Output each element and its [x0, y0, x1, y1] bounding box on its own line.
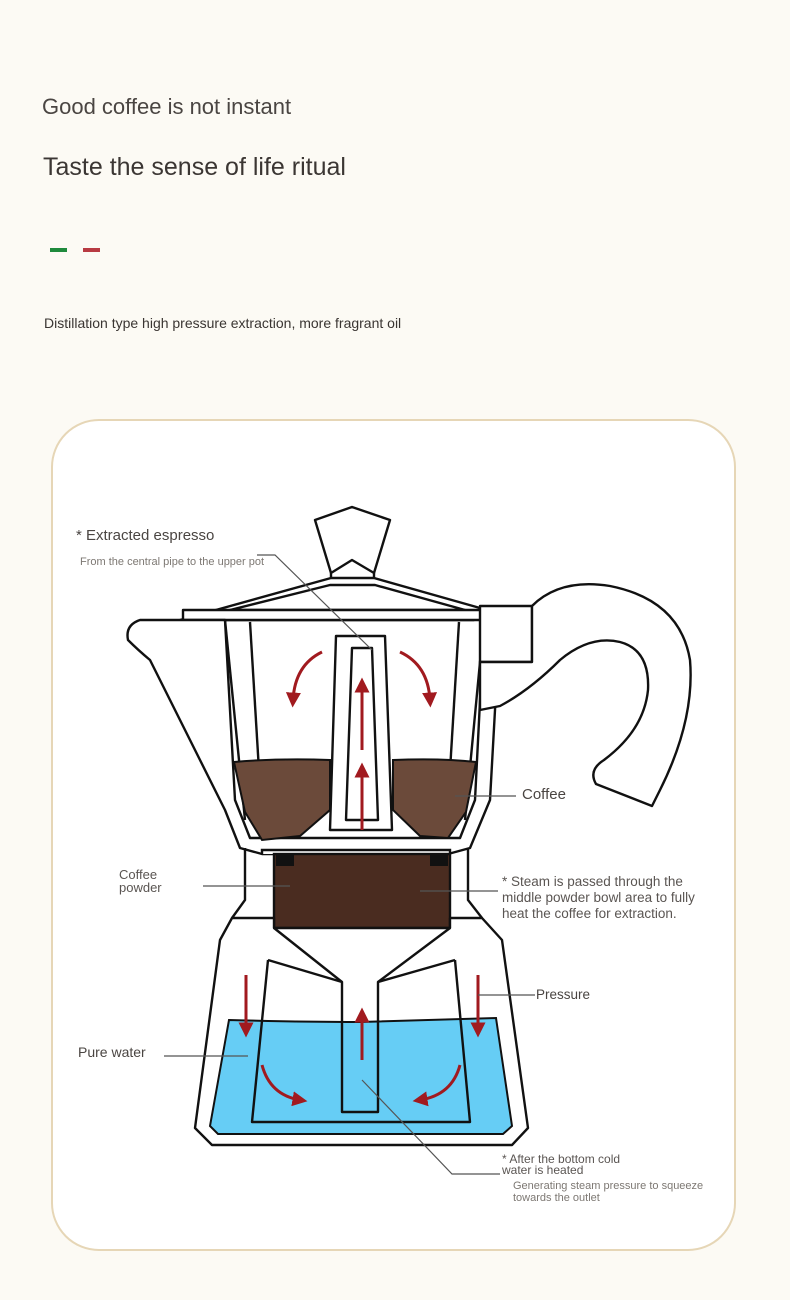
red-accent-bar [83, 248, 100, 252]
funnel [250, 927, 472, 1124]
green-accent-bar [50, 248, 67, 252]
flow-arrows [238, 650, 486, 1107]
coffee-powder-label-line2: powder [119, 880, 162, 895]
coffee-powder-label: Coffee powder [119, 868, 162, 894]
lid-knob [313, 505, 392, 584]
basket-clip-left [276, 854, 294, 866]
water-heated-line2: water is heated [502, 1163, 584, 1177]
water-heated-label: * After the bottom cold water is heated [502, 1152, 621, 1177]
leader-lines [164, 554, 535, 1175]
tagline: Distillation type high pressure extracti… [44, 315, 402, 331]
steam-note: * Steam is passed through the middle pow… [502, 874, 695, 921]
handle [478, 583, 692, 808]
coffee-label: Coffee [522, 786, 566, 803]
extracted-espresso-detail: From the central pipe to the upper pot [80, 556, 265, 568]
coffee-powder-label-line1: Coffee [119, 867, 158, 882]
water-heated-detail-line2: towards the outlet [513, 1192, 600, 1204]
water-heated-line1: * After the bottom cold [502, 1152, 621, 1166]
water-heated-detail: Generating steam pressure to squeeze tow… [513, 1180, 703, 1204]
headline: Good coffee is not instant [42, 94, 292, 119]
basket-clip-right [430, 854, 448, 866]
pure-water-label: Pure water [78, 1044, 146, 1060]
subheadline: Taste the sense of life ritual [43, 153, 346, 181]
extracted-espresso-label: * Extracted espresso [76, 527, 215, 544]
coffee-liquid [232, 758, 478, 842]
lid [178, 576, 486, 622]
pressure-label: Pressure [536, 987, 591, 1002]
water-heated-detail-line1: Generating steam pressure to squeeze [513, 1180, 704, 1192]
